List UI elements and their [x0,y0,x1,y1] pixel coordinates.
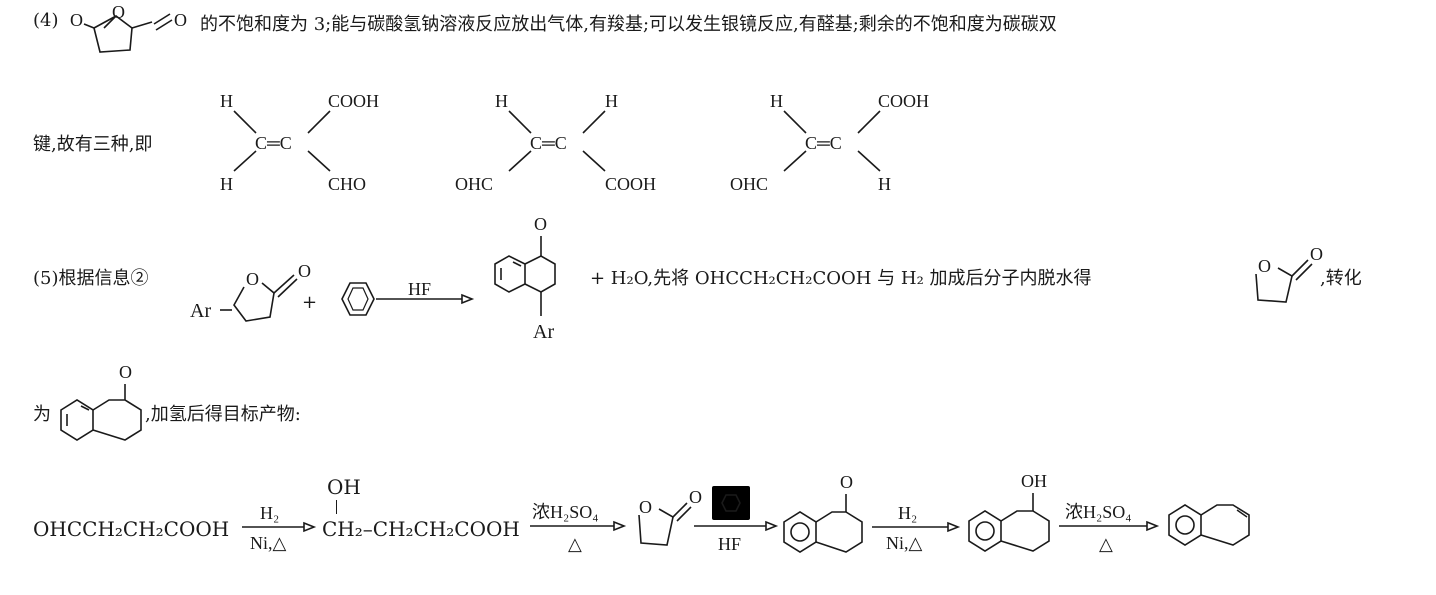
scheme-tetralol-oh: OH [1021,471,1047,491]
arrow2-top: 浓H₂SO₄ [532,502,599,522]
dihydronaphthalene-structure [1168,504,1250,546]
anhydride-o-ring: O [112,2,125,22]
anhydride-o-left: O [70,10,83,30]
isomer1-top-left: H [220,91,233,111]
arrow4-bottom: Ni,△ [886,533,923,553]
tetralone-aryl-label: Ar [533,321,554,343]
arrow2-bottom: △ [568,534,582,554]
scheme-oh-bond [336,500,337,514]
arrow-step5: 浓H₂SO₄ △ [1059,502,1160,554]
isomer3-core: C═C [805,133,842,153]
lactone-ring-o: O [246,269,259,289]
butyrolactone-structure: O O [1255,244,1323,303]
scheme-lactone-ring-o: O [639,497,652,517]
tetralone-carbonyl-o: O [534,214,547,234]
tetralone-o: O [119,362,132,382]
part5-line2-end: ,加氢后得目标产物: [145,404,301,425]
tetralone-structure: O [60,362,142,441]
arrow5-bottom: △ [1099,534,1113,554]
aryl-lactone-structure: Ar O O [190,261,311,322]
isomer-2-structure: H H OHC COOH C═C [455,91,656,194]
isomer3-top-right: COOH [878,91,929,111]
butyrolactone-carbonyl-o: O [1310,244,1323,264]
part4-text2: 键,故有三种,即 [33,134,153,155]
scheme-oh: OH [327,475,361,499]
scheme-lactone-carbonyl-o: O [689,487,702,507]
arrow3-bottom: HF [718,534,741,554]
part4-label: (4) [33,10,59,31]
scheme-tetralol-structure: OH [968,471,1050,552]
isomer-1-structure: H COOH H CHO C═C [220,91,379,194]
part4-text1: 的不饱和度为 3;能与碳酸氢钠溶液反应放出气体,有羧基;可以发生银镜反应,有醛基… [200,14,1057,35]
scheme-lactone-structure: O O [638,487,702,546]
arrow-step4: H₂ Ni,△ [872,503,961,553]
isomer1-bottom-left: H [220,174,233,194]
part5-line2-start: 为 [33,404,51,425]
isomer2-core: C═C [530,133,567,153]
isomer1-bottom-right: CHO [328,174,366,194]
arrow4-top: H₂ [898,503,917,523]
isomer1-core: C═C [255,133,292,153]
arrow-step2: 浓H₂SO₄ △ [530,502,627,554]
isomer2-bottom-right: COOH [605,174,656,194]
isomer-3-structure: H COOH OHC H C═C [730,91,929,194]
benzene-reactant-structure: HF [341,279,475,316]
butyrolactone-ring-o: O [1258,256,1271,276]
scheme-tetralone-o: O [840,472,853,492]
isomer3-bottom-right: H [878,174,891,194]
aryl-tetralone-structure: O Ar [494,214,556,343]
arrow1-top: H₂ [260,503,279,523]
isomer1-top-right: COOH [328,91,379,111]
hf-reagent-label: HF [408,279,431,299]
isomer2-top-left: H [495,91,508,111]
scheme-start: OHCCH₂CH₂COOH [33,517,230,541]
succinic-anhydride-structure: O O O [70,2,187,53]
lactone-carbonyl-o: O [298,261,311,281]
aryl-label: Ar [190,300,211,322]
isomer3-bottom-left: OHC [730,174,768,194]
scheme-intermediate: CH₂–CH₂CH₂COOH [322,517,520,541]
isomer2-bottom-left: OHC [455,174,493,194]
part5-text-after: + H₂O,先将 OHCCH₂CH₂COOH 与 H₂ 加成后分子内脱水得 [590,268,1092,289]
arrow-step3: HF [694,486,779,554]
part5-text-end: ,转化 [1320,268,1362,289]
arrow1-bottom: Ni,△ [250,533,287,553]
arrow5-top: 浓H₂SO₄ [1065,502,1132,522]
plus-sign: + [302,292,318,313]
anhydride-o-right: O [174,10,187,30]
part5-label: (5)根据信息② [33,268,149,289]
isomer2-top-right: H [605,91,618,111]
isomer3-top-left: H [770,91,783,111]
scheme-tetralone-structure: O [783,472,863,553]
arrow-step1: H₂ Ni,△ [242,503,317,553]
